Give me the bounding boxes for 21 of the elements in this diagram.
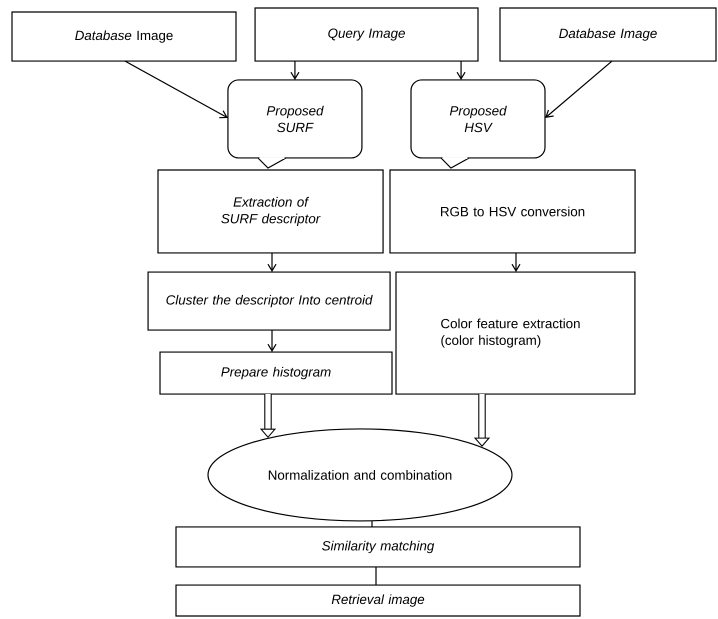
process-box: RGB to HSV conversion <box>389 169 636 254</box>
connector-line <box>371 521 373 527</box>
process-box: Retrieval image <box>175 584 581 617</box>
connector-line <box>375 566 377 586</box>
arrow <box>456 61 466 80</box>
process-box: Query Image <box>254 7 479 62</box>
arrow <box>124 60 228 118</box>
arrow <box>511 253 521 272</box>
process-box: Extraction of SURF descriptor <box>157 169 384 254</box>
callout-box: Proposed HSV <box>410 79 546 169</box>
process-box: Cluster the descriptor Into centroid <box>147 272 391 331</box>
process-box: Similarity matching <box>175 526 581 568</box>
arrow <box>545 60 612 118</box>
process-box: Database Image <box>11 11 237 62</box>
process-box: Prepare histogram <box>159 352 393 395</box>
process-box: Color feature extraction (color histogram) <box>395 272 636 395</box>
process-box: Database Image <box>499 7 717 62</box>
arrow <box>268 253 277 272</box>
arrow <box>268 330 277 352</box>
arrow <box>290 61 300 80</box>
callout-box: Proposed SURF <box>227 79 363 169</box>
